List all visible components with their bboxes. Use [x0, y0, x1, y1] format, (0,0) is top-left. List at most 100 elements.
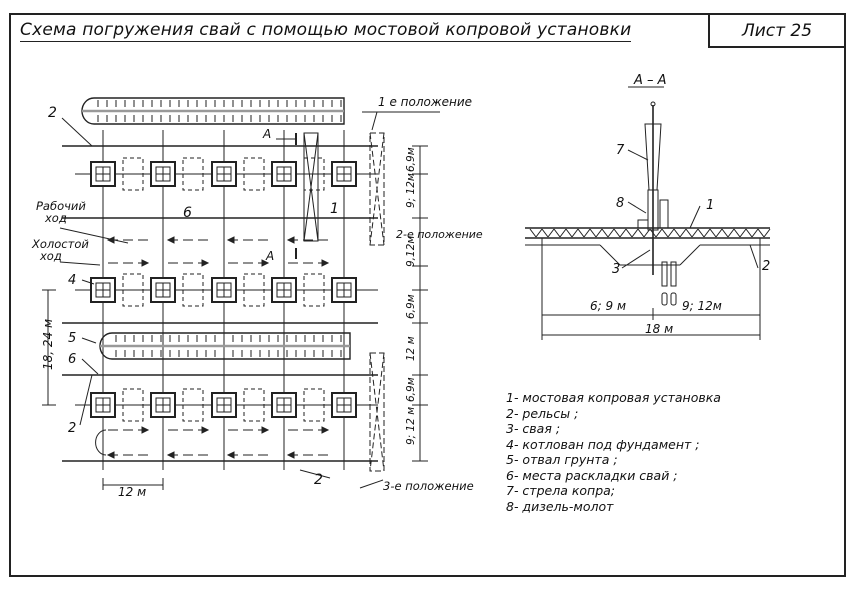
truss-member [667, 228, 675, 238]
pile-place [243, 273, 265, 307]
section-dim-right: 9; 12м [682, 299, 722, 313]
foundation-pit [331, 277, 357, 303]
truss-member [739, 228, 747, 238]
pile-place [243, 388, 265, 422]
pile-place-callout: 6 [183, 205, 192, 221]
arrow-head [166, 451, 175, 459]
pile-place [303, 273, 325, 307]
arrow-head [321, 259, 330, 267]
arrow-head [286, 451, 295, 459]
truss-member [721, 228, 729, 238]
arrow-head [261, 426, 270, 434]
foundation-pit [271, 277, 297, 303]
truss-member [529, 228, 537, 238]
truss-member [577, 228, 585, 238]
section-mark-top: A [262, 127, 271, 141]
idle-stroke-label-2: ход [39, 249, 62, 263]
truss-member [625, 228, 633, 238]
truss-member [541, 228, 549, 238]
arrow-head [201, 426, 210, 434]
leader [61, 117, 93, 147]
arrow-head [141, 426, 150, 434]
dimension-label: 12 м [405, 336, 417, 361]
leader [59, 261, 101, 266]
leader [689, 205, 701, 229]
crane-brace [369, 132, 385, 246]
hammer-guide [659, 199, 669, 229]
truss-member [691, 228, 699, 238]
position-1-label: 1 е положение [378, 95, 472, 109]
truss-member [757, 228, 765, 238]
truss-member [607, 228, 615, 238]
dimension-label: 6,9м [405, 147, 417, 172]
foundation-pit [90, 277, 116, 303]
pit-outline [90, 392, 116, 418]
foundation-pit [150, 392, 176, 418]
crane-brace [303, 132, 319, 242]
boom-tip [650, 101, 656, 107]
leader [627, 149, 649, 161]
truss-member [613, 228, 621, 238]
boom-callout: 7 [616, 143, 625, 158]
spoil-callout: 5 [68, 331, 76, 346]
truss-member [601, 228, 609, 238]
crane-frame [369, 352, 385, 472]
truss-member [553, 228, 561, 238]
leader [359, 479, 384, 489]
leader [81, 337, 97, 344]
foundation-pit [211, 161, 237, 187]
pile-stored [661, 261, 668, 287]
truss-member [535, 228, 543, 238]
dimension-label: 9; 12м [405, 173, 417, 208]
pile-place-callout-2: 6 [68, 352, 76, 367]
dimension-label: 9,12м [405, 236, 417, 267]
pile-place [122, 157, 144, 191]
truss-member [589, 228, 597, 238]
arrow-head [226, 451, 235, 459]
hammer-base [637, 219, 649, 229]
truss-member [697, 228, 705, 238]
truss-member [661, 228, 669, 238]
truss-member [619, 228, 627, 238]
leader [627, 201, 647, 214]
idle-stroke-label-1: Холостой [31, 237, 89, 251]
spoil-heap [81, 97, 345, 125]
leader [621, 249, 651, 269]
truss-member [583, 228, 591, 238]
work-stroke-label-1: Рабочий [36, 199, 86, 213]
dimension-label: 6,9м [405, 377, 417, 402]
truss-member [595, 228, 603, 238]
foundation-pit [331, 161, 357, 187]
leader [749, 244, 759, 269]
section-dim-left: 6; 9 м [590, 299, 626, 313]
crane-brace [369, 352, 385, 472]
legend-item: 2- рельсы ; [506, 405, 579, 421]
truss-member [565, 228, 573, 238]
dimension-label: 9; 12 м [405, 407, 417, 445]
spoil-outline [81, 97, 345, 125]
foundation-pit [90, 161, 116, 187]
crane-position [369, 352, 385, 472]
truss-member [763, 228, 771, 238]
turn-arrow [95, 429, 107, 456]
pile-place [122, 388, 144, 422]
section-dim-total: 18 м [645, 322, 673, 336]
arrow-head [261, 259, 270, 267]
truss-member [631, 228, 639, 238]
truss-member [685, 228, 693, 238]
legend-item: 8- дизель-молот [506, 498, 614, 514]
legend-item: 1- мостовая копровая установка [506, 390, 721, 405]
position-2-label-1: 2-е положение [396, 228, 483, 241]
legend-item: 5- отвал грунта ; [506, 452, 618, 467]
drawing-title: Схема погружения свай с помощью мостовой… [20, 20, 632, 42]
legend-item: 6- места раскладки свай ; [506, 467, 678, 483]
foundation-pit [211, 277, 237, 303]
truss-member [547, 228, 555, 238]
arrow-head [141, 259, 150, 267]
truss-member [727, 228, 735, 238]
work-stroke-label-2: ход [44, 211, 67, 225]
pit-slope [679, 244, 701, 266]
spoil-outline [99, 332, 351, 360]
legend-item: 4- котлован под фундамент ; [506, 436, 700, 452]
